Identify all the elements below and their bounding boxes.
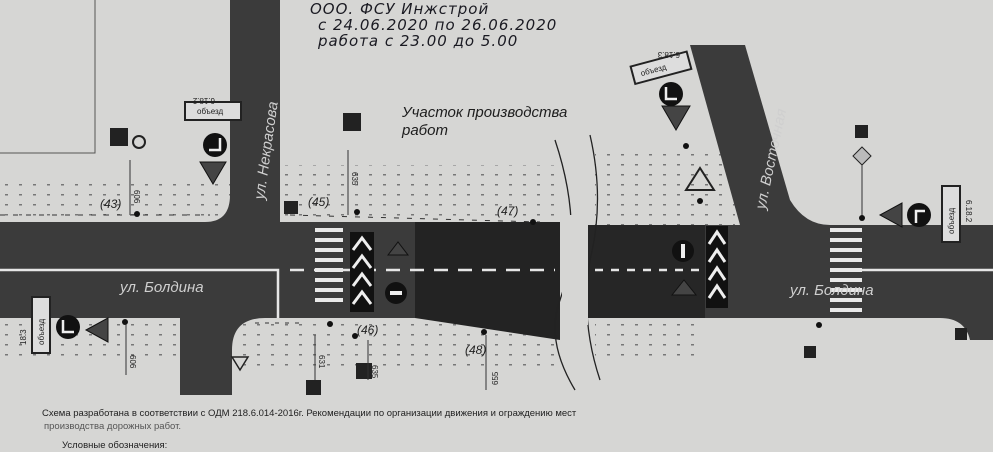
turn-sign-icon <box>659 82 683 106</box>
turn-sign-icon <box>907 203 931 227</box>
dimension-label: 655 <box>491 371 500 385</box>
marker-label: (46) <box>357 323 378 337</box>
lane-markings <box>0 268 993 318</box>
give-way-sign-icon <box>230 356 250 372</box>
sidewalk-left-top <box>0 183 230 221</box>
give-way-sign-icon <box>684 166 716 191</box>
legend-title: Условные обозначения: <box>62 440 168 451</box>
note-line-3: работа с 23.00 до 5.00 <box>317 32 518 50</box>
sign-code: 6.18.2 <box>192 96 215 105</box>
note-line-2: с 24.06.2020 по 26.06.2020 <box>318 16 557 34</box>
dimension-lines <box>125 150 863 390</box>
detour-sign-label: объезд <box>197 107 224 116</box>
marker-label: (48) <box>465 343 486 357</box>
sidewalk-left-bottom <box>0 318 180 363</box>
work-zone-right <box>585 225 705 318</box>
sidewalk-mid-top <box>280 165 560 223</box>
work-zone-label: работ <box>401 122 448 139</box>
detour-sign: объезд <box>941 185 961 243</box>
chevron-barrier-icon <box>350 232 374 312</box>
no-entry-sign-icon <box>672 240 694 262</box>
priority-road-sign-icon <box>852 146 872 166</box>
warning-lamp-icon <box>122 143 865 339</box>
sidewalk-right-bottom <box>595 318 705 363</box>
footer-note: производства дорожных работ. <box>44 421 182 432</box>
work-zone-label: Участок производства <box>401 104 567 121</box>
marker-label: (45) <box>308 195 329 209</box>
detour-sign-label: объезд <box>947 207 956 234</box>
no-entry-sign-icon <box>385 282 407 304</box>
footer-note: Схема разработана в соответствии с ОДМ 2… <box>42 408 577 419</box>
speed-limit-sign-icon <box>132 135 146 149</box>
marker-label: (47) <box>497 204 518 218</box>
dimension-label: 606 <box>128 355 137 369</box>
break-line <box>586 134 601 381</box>
street-name: ул. Болдина <box>119 279 204 296</box>
roadworks-sign-icon <box>84 105 903 343</box>
note-line-1: ООО. ФСУ Инжстрой <box>310 0 489 18</box>
turn-sign-icon <box>56 315 80 339</box>
dimension-label: 631 <box>317 355 326 369</box>
building-outline <box>0 0 96 154</box>
detour-sign-label: объезд <box>37 318 46 345</box>
detour-sign: объезд <box>184 101 242 121</box>
marker-label: (43) <box>100 197 121 211</box>
crosswalk <box>315 228 343 302</box>
detour-sign: объезд <box>629 50 693 86</box>
detour-sign: объезд <box>31 296 51 354</box>
dimension-label: 635 <box>370 365 379 379</box>
break-line <box>554 139 576 391</box>
sign-code: 6.18.2 <box>964 200 973 223</box>
sign-code: 6.18.3 <box>657 50 680 59</box>
dimension-label: 635 <box>350 172 359 186</box>
street-name: ул. Болдина <box>789 282 874 299</box>
handwritten-note: ООО. ФСУ Инжстрой с 24.06.2020 по 26.06.… <box>310 0 557 50</box>
sign-code: 18.3 <box>19 329 28 345</box>
chevron-barrier-icon <box>706 226 728 308</box>
work-zone <box>415 222 560 340</box>
fence-line <box>0 214 541 223</box>
turn-sign-icon <box>203 133 227 157</box>
dimension-label: 606 <box>132 190 141 204</box>
crosswalk <box>830 228 862 312</box>
